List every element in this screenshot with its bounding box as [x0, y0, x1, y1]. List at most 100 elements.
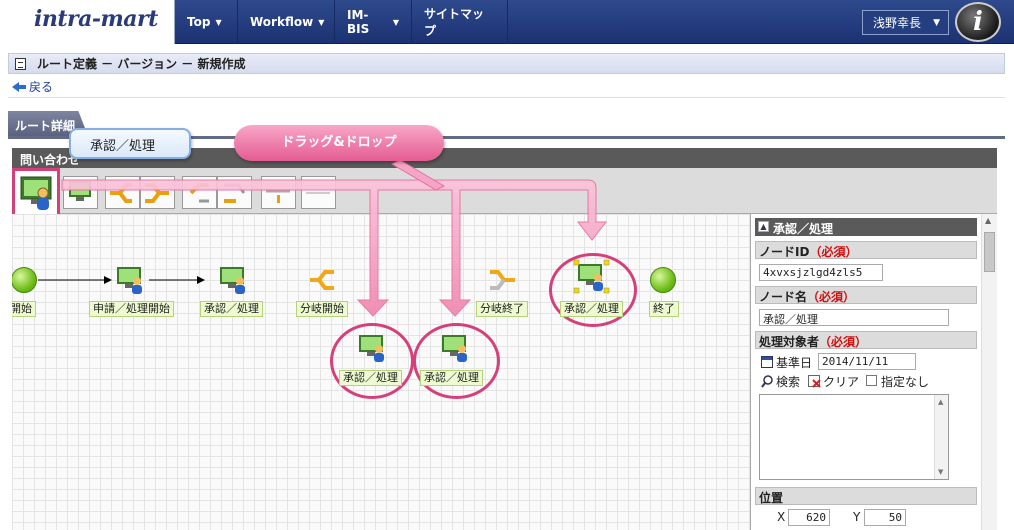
user-menu[interactable]: 浅野幸長 ▼: [862, 10, 949, 35]
x-position-field[interactable]: 620: [788, 509, 830, 526]
clear-icon[interactable]: [808, 375, 821, 388]
clear-link[interactable]: クリア: [823, 375, 860, 389]
workflow-canvas[interactable]: 開始 申請／処理開始 承認／処理 分岐開始 分岐終了 承認／処理 終了: [12, 214, 750, 530]
y-label: Y: [853, 510, 861, 524]
start-node[interactable]: [12, 267, 37, 293]
approve-node-icon[interactable]: [219, 266, 249, 294]
target-label: 処理対象者: [759, 335, 820, 349]
tab-route-detail[interactable]: ルート詳細: [8, 111, 88, 136]
menu-im-bis-label: IM-BIS: [347, 8, 370, 36]
back-link[interactable]: 戻る: [29, 80, 54, 94]
approve-node-icon: [20, 176, 52, 210]
tool-monitor-node[interactable]: [63, 176, 98, 209]
merge-icon: [224, 183, 246, 203]
vertical-branch-icon: [189, 183, 209, 203]
apply-node-label: 申請／処理開始: [89, 301, 174, 317]
y-position-field[interactable]: 50: [864, 509, 906, 526]
selected-approve-node-label: 承認／処理: [560, 301, 623, 317]
menu-sitemap[interactable]: サイトマップ: [412, 0, 508, 44]
properties-title-text: 承認／処理: [773, 222, 834, 236]
avatar[interactable]: i: [955, 2, 1001, 42]
properties-panel: ▲ 承認／処理 ノードID（必須） 4xvxsjzlgd4zls5 ノード名（必…: [750, 214, 997, 530]
monitor-node-icon: [69, 181, 91, 201]
branch-end-label: 分岐終了: [476, 301, 528, 317]
intra-mart-logo[interactable]: intra-mart: [0, 0, 175, 44]
textarea-scrollbar[interactable]: ▲ ▼: [934, 395, 948, 479]
scroll-down-icon[interactable]: ▼: [938, 468, 944, 476]
tab-route-detail-label: ルート詳細: [15, 119, 76, 133]
back-bar: 戻る: [8, 76, 1005, 98]
tool-merge[interactable]: [217, 176, 252, 209]
tool-dummy[interactable]: [261, 176, 296, 209]
highlight-ring: [330, 323, 414, 399]
node-toolbar: [12, 168, 997, 218]
user-name: 浅野幸長: [873, 16, 922, 30]
scroll-thumb[interactable]: [984, 232, 995, 272]
required-mark: （必須）: [819, 335, 868, 349]
menu-top-label: Top: [187, 15, 211, 29]
branch-start-icon[interactable]: [308, 266, 338, 294]
target-section: 処理対象者（必須）: [755, 331, 977, 349]
highlight-ring: [413, 323, 500, 399]
calendar-icon[interactable]: [761, 356, 773, 368]
node-id-label: ノードID: [759, 245, 810, 259]
tool-branch-start[interactable]: [105, 176, 140, 209]
branch-end-icon: [145, 183, 169, 203]
branch-approve-node-icon[interactable]: [441, 334, 471, 362]
panel-header-title: 問い合わせ: [20, 153, 81, 167]
tab-divider: [8, 136, 1005, 139]
menu-workflow[interactable]: Workflow▼: [238, 0, 335, 44]
search-link[interactable]: 検索: [776, 375, 801, 389]
tool-approve-node[interactable]: [12, 168, 60, 218]
node-id-section: ノードID（必須）: [755, 241, 977, 259]
apply-node-icon[interactable]: [116, 266, 146, 294]
page-title: ルート定義 － バージョン － 新規作成: [37, 57, 246, 71]
x-label: X: [777, 510, 786, 524]
base-date-field[interactable]: 2014/11/11: [818, 353, 916, 370]
avatar-glyph: i: [973, 7, 983, 37]
menu-workflow-label: Workflow: [250, 15, 314, 29]
approve-node-label: 承認／処理: [200, 301, 263, 317]
branch-approve-node-label: 承認／処理: [420, 370, 483, 386]
node-id-field[interactable]: 4xvxsjzlgd4zls5: [759, 264, 883, 281]
top-nav-bar: intra-mart Top▼ Workflow▼ IM-BIS▼ サイトマップ…: [0, 0, 1014, 44]
collapse-icon[interactable]: ▲: [758, 221, 769, 232]
menu-im-bis[interactable]: IM-BIS ▼: [335, 0, 412, 44]
search-icon[interactable]: [761, 375, 774, 388]
scroll-up-icon[interactable]: ▲: [985, 216, 992, 225]
dummy-node-icon: [266, 189, 290, 203]
unspecified-checkbox[interactable]: [866, 375, 877, 386]
target-list-textarea[interactable]: ▲ ▼: [759, 394, 949, 480]
chevron-down-icon: ▼: [215, 17, 222, 27]
node-name-label: ノード名: [759, 290, 808, 304]
base-date-label: 基準日: [776, 356, 813, 370]
branch-approve-node-icon[interactable]: [358, 334, 388, 362]
menu-top[interactable]: Top ▼: [175, 0, 238, 44]
end-node-label: 終了: [649, 301, 679, 317]
logo-text: intra-mart: [34, 6, 158, 32]
node-name-field[interactable]: 承認／処理: [759, 309, 949, 326]
selected-approve-node-icon[interactable]: [573, 259, 611, 295]
branch-end-icon[interactable]: [488, 266, 518, 294]
branch-start-icon: [110, 183, 132, 203]
menu-sitemap-label: サイトマップ: [424, 7, 485, 38]
tool-vertical-branch[interactable]: [182, 176, 217, 209]
tooltip-callout-text: 承認／処理: [90, 139, 156, 154]
scroll-up-icon[interactable]: ▲: [938, 398, 944, 406]
chevron-down-icon: ▼: [392, 17, 399, 27]
chevron-down-icon: ▼: [933, 17, 940, 28]
line-icon: [306, 192, 330, 194]
position-label: 位置: [759, 491, 784, 505]
tool-branch-end[interactable]: [140, 176, 175, 209]
drag-drop-callout-text: ドラッグ&ドロップ: [281, 135, 397, 150]
properties-scrollbar[interactable]: ▲: [981, 214, 997, 530]
branch-approve-node-label: 承認／処理: [339, 370, 402, 386]
tool-blank[interactable]: [301, 176, 336, 209]
start-node-label: 開始: [12, 301, 36, 317]
back-arrow-icon[interactable]: [12, 81, 26, 92]
drag-drop-callout: ドラッグ&ドロップ: [234, 125, 444, 161]
node-name-section: ノード名（必須）: [755, 286, 977, 304]
required-mark: （必須）: [807, 290, 856, 304]
required-mark: （必須）: [809, 245, 858, 259]
end-node[interactable]: [650, 267, 676, 293]
